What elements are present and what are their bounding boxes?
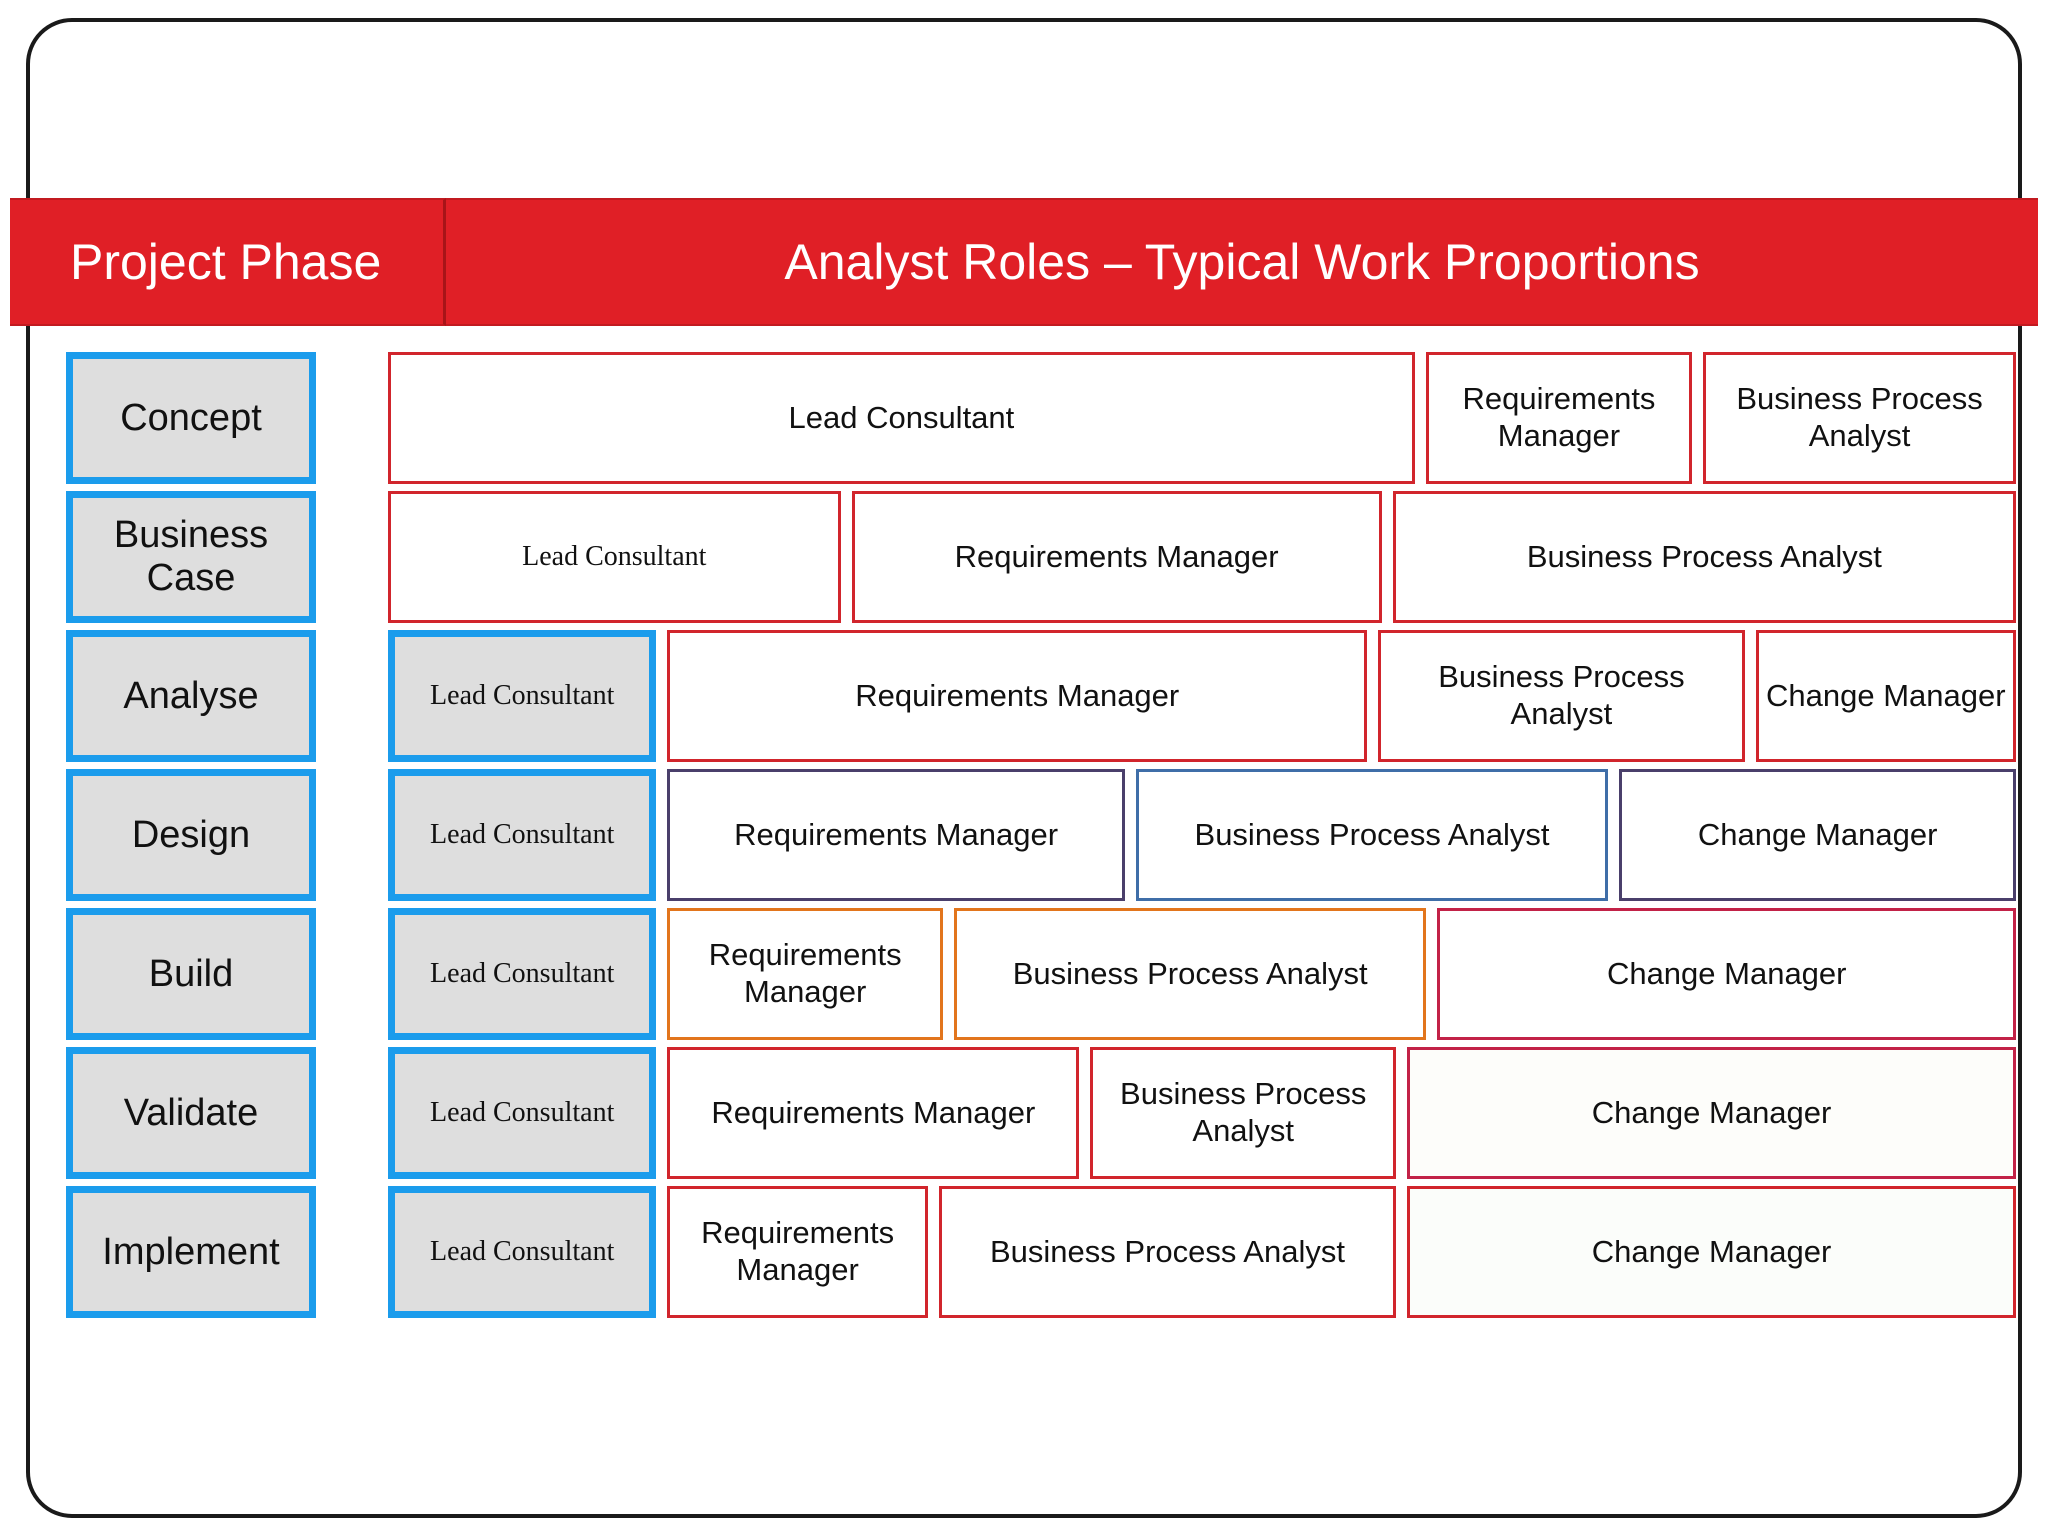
role-box-change-manager[interactable]: Change Manager <box>1755 630 2017 762</box>
role-box-change-manager[interactable]: Change Manager <box>1619 769 2016 901</box>
role-box-requirements-manager[interactable]: Requirements Manager <box>667 769 1125 901</box>
role-box-business-process-analyst[interactable]: Business Process Analyst <box>1392 491 2016 623</box>
phase-chip-analyse[interactable]: Analyse <box>66 630 316 762</box>
phase-chip-build[interactable]: Build <box>66 908 316 1040</box>
role-box-business-process-analyst[interactable]: Business Process Analyst <box>1090 1047 1397 1179</box>
role-box-lead-consultant[interactable]: Lead Consultant <box>388 630 657 762</box>
phase-chip-design[interactable]: Design <box>66 769 316 901</box>
role-box-business-process-analyst[interactable]: Business Process Analyst <box>1378 630 1745 762</box>
phase-chip-business-case[interactable]: Business Case <box>66 491 316 623</box>
role-box-requirements-manager[interactable]: Requirements Manager <box>667 908 943 1040</box>
role-box-lead-consultant[interactable]: Lead Consultant <box>388 908 657 1040</box>
role-box-change-manager[interactable]: Change Manager <box>1407 1047 2016 1179</box>
role-box-requirements-manager[interactable]: Requirements Manager <box>667 1186 928 1318</box>
role-box-business-process-analyst[interactable]: Business Process Analyst <box>953 908 1427 1040</box>
role-box-business-process-analyst[interactable]: Business Process Analyst <box>1703 352 2016 484</box>
page-title: Analyst Roles – Typical Work Proportions <box>446 198 2038 326</box>
role-box-change-manager[interactable]: Change Manager <box>1437 908 2016 1040</box>
phase-chip-implement[interactable]: Implement <box>66 1186 316 1318</box>
role-box-lead-consultant[interactable]: Lead Consultant <box>388 769 657 901</box>
table-header-band: Project Phase Analyst Roles – Typical Wo… <box>10 198 2038 326</box>
role-box-business-process-analyst[interactable]: Business Process Analyst <box>1135 769 1609 901</box>
phase-chip-concept[interactable]: Concept <box>66 352 316 484</box>
header-phase-column-label: Project Phase <box>10 198 446 326</box>
role-box-lead-consultant[interactable]: Lead Consultant <box>388 491 841 623</box>
role-box-requirements-manager[interactable]: Requirements Manager <box>667 1047 1080 1179</box>
role-box-change-manager[interactable]: Change Manager <box>1407 1186 2016 1318</box>
role-box-requirements-manager[interactable]: Requirements Manager <box>1425 352 1693 484</box>
role-box-requirements-manager[interactable]: Requirements Manager <box>851 491 1382 623</box>
role-box-business-process-analyst[interactable]: Business Process Analyst <box>938 1186 1397 1318</box>
phase-chip-validate[interactable]: Validate <box>66 1047 316 1179</box>
role-box-requirements-manager[interactable]: Requirements Manager <box>667 630 1368 762</box>
role-box-lead-consultant[interactable]: Lead Consultant <box>388 352 1415 484</box>
role-box-lead-consultant[interactable]: Lead Consultant <box>388 1186 657 1318</box>
role-box-lead-consultant[interactable]: Lead Consultant <box>388 1047 657 1179</box>
